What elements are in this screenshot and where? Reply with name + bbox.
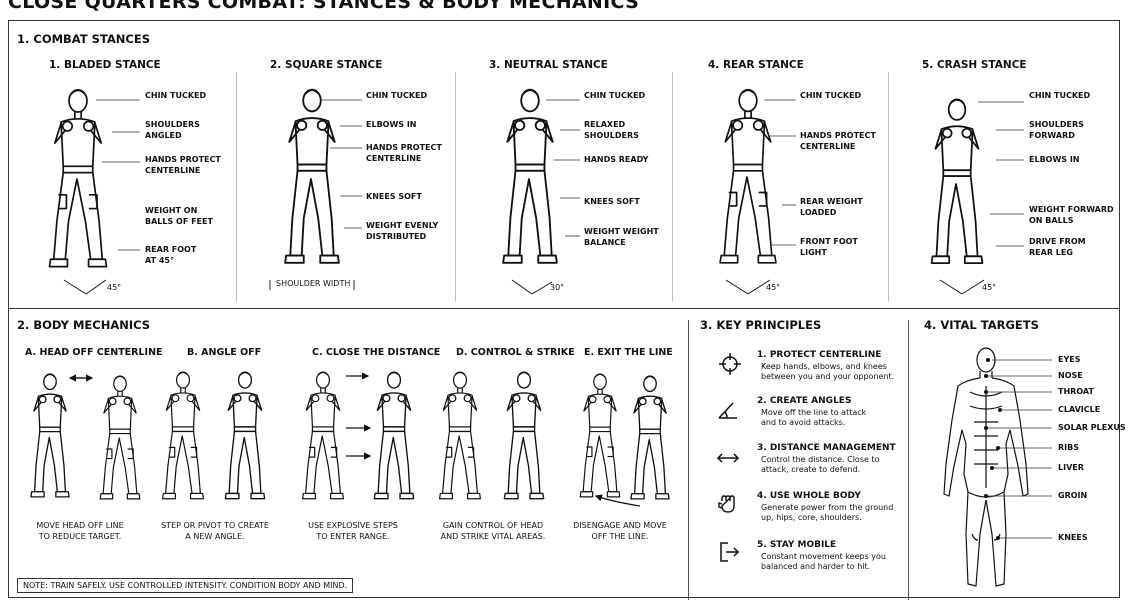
principle-title: 4. USE WHOLE BODY: [757, 491, 861, 501]
stance-title: 5. CRASH STANCE: [922, 59, 1027, 71]
section-divider-mechanics-principles: [688, 320, 689, 600]
target-label: NOSE: [1058, 371, 1083, 380]
mechanic-title: A. HEAD OFF CENTERLINE: [25, 347, 163, 358]
stance-label: CHIN TUCKED: [1029, 91, 1091, 100]
stance-angle: 45°: [766, 283, 781, 292]
stance-title: 4. REAR STANCE: [708, 59, 804, 71]
crosshair-icon: [719, 353, 741, 375]
mechanic-title: D. CONTROL & STRIKE: [456, 347, 575, 358]
stance-title: 2. SQUARE STANCE: [270, 59, 383, 71]
stance-width-label: SHOULDER WIDTH: [276, 279, 351, 288]
stance-separator: [672, 72, 673, 302]
safety-note: NOTE: TRAIN SAFELY. USE CONTROLLED INTEN…: [17, 578, 354, 593]
stance-angle: 45°: [107, 283, 122, 292]
stance-separator: [236, 72, 237, 302]
double-arrow-icon: [716, 453, 740, 463]
mechanic-caption: MOVE HEAD OFF LINE TO REDUCE TARGET.: [36, 521, 124, 541]
stance-label: REAR WEIGHT LOADED: [800, 197, 863, 217]
stance-label: CHIN TUCKED: [366, 91, 428, 100]
stance-label: HANDS READY: [584, 155, 649, 164]
stance-label: KNEES SOFT: [366, 192, 422, 201]
target-label: SOLAR PLEXUS: [1058, 423, 1126, 432]
target-markers: [984, 358, 1052, 540]
mechanic-title: C. CLOSE THE DISTANCE: [312, 347, 441, 358]
target-label: LIVER: [1058, 463, 1084, 472]
stance-label: FRONT FOOT LIGHT: [800, 237, 858, 257]
stance-label: WEIGHT ON BALLS OF FEET: [145, 206, 213, 226]
stance-label: SHOULDERS FORWARD: [1029, 120, 1084, 140]
angle-icon: [718, 402, 737, 419]
stance-label: HANDS PROTECT CENTERLINE: [800, 131, 876, 151]
principle-desc: Generate power from the ground up, hips,…: [761, 503, 894, 522]
exit-arrow-icon: [720, 542, 740, 562]
principle-title: 1. PROTECT CENTERLINE: [757, 350, 882, 360]
section-title-principles: 3. KEY PRINCIPLES: [700, 318, 822, 332]
stance-label: WEIGHT WEIGHT BALANCE: [584, 227, 659, 247]
stance-label: RELAXED SHOULDERS: [584, 120, 639, 140]
stance-label: ELBOWS IN: [1029, 155, 1080, 164]
mechanic-caption: GAIN CONTROL OF HEAD AND STRIKE VITAL AR…: [440, 521, 546, 541]
stance-label: CHIN TUCKED: [800, 91, 862, 100]
principle-desc: Keep hands, elbows, and knees between yo…: [761, 362, 895, 381]
mechanic-title: E. EXIT THE LINE: [584, 347, 673, 358]
principle-title: 5. STAY MOBILE: [757, 540, 837, 550]
stance-title: 1. BLADED STANCE: [49, 59, 161, 71]
mechanic-caption: STEP OR PIVOT TO CREATE A NEW ANGLE.: [161, 521, 269, 541]
movement-arrows: [68, 372, 641, 507]
page-title: CLOSE QUARTERS COMBAT: STANCES & BODY ME…: [8, 0, 640, 13]
anatomy-figure: [943, 347, 1029, 587]
stance-label: CHIN TUCKED: [584, 91, 646, 100]
stance-label: REAR FOOT AT 45°: [145, 245, 197, 265]
section-title-targets: 4. VITAL TARGETS: [924, 318, 1039, 332]
stance-label: DRIVE FROM REAR LEG: [1029, 237, 1086, 257]
mechanic-title: B. ANGLE OFF: [187, 347, 262, 358]
stance-separator: [888, 72, 889, 302]
principle-title: 2. CREATE ANGLES: [757, 396, 852, 406]
stance-label: KNEES SOFT: [584, 197, 640, 206]
stance-label: ELBOWS IN: [366, 120, 417, 129]
stance-title: 3. NEUTRAL STANCE: [489, 59, 608, 71]
target-label: RIBS: [1058, 443, 1079, 452]
target-label: KNEES: [1058, 533, 1088, 542]
section-title-mechanics: 2. BODY MECHANICS: [17, 318, 151, 332]
section-divider-horizontal: [8, 308, 1120, 309]
stance-label: WEIGHT EVENLY DISTRIBUTED: [366, 221, 439, 241]
stance-leader-lines: [511, 99, 580, 295]
mechanic-caption: DISENGAGE AND MOVE OFF THE LINE.: [573, 521, 667, 541]
target-label: GROIN: [1058, 491, 1088, 500]
stance-angle: 45°: [982, 283, 997, 292]
principle-desc: Control the distance. Close to attack, c…: [761, 455, 880, 474]
section-divider-principles-targets: [908, 320, 909, 600]
mechanic-caption: USE EXPLOSIVE STEPS TO ENTER RANGE.: [308, 521, 398, 541]
stance-label: CHIN TUCKED: [145, 91, 207, 100]
section-title-stances: 1. COMBAT STANCES: [17, 32, 150, 46]
stance-leader-lines: [269, 99, 362, 290]
target-label: CLAVICLE: [1058, 405, 1101, 414]
stance-label: SHOULDERS ANGLED: [145, 120, 200, 140]
main-frame: [8, 20, 1120, 598]
target-label: EYES: [1058, 355, 1081, 364]
stance-leader-lines: [63, 99, 140, 295]
stance-label: WEIGHT FORWARD ON BALLS: [1029, 205, 1114, 225]
fist-icon: [718, 495, 735, 513]
principle-title: 3. DISTANCE MANAGEMENT: [757, 443, 896, 453]
principle-desc: Move off the line to attack and to avoid…: [761, 408, 867, 427]
stance-separator: [455, 72, 456, 302]
stance-leader-lines: [725, 99, 796, 295]
stance-angle: 30°: [550, 283, 565, 292]
target-label: THROAT: [1058, 387, 1094, 396]
stance-leader-lines: [939, 101, 1024, 295]
stance-label: HANDS PROTECT CENTERLINE: [366, 143, 442, 163]
principle-desc: Constant movement keeps you balanced and…: [761, 552, 886, 571]
stance-label: HANDS PROTECT CENTERLINE: [145, 155, 221, 175]
